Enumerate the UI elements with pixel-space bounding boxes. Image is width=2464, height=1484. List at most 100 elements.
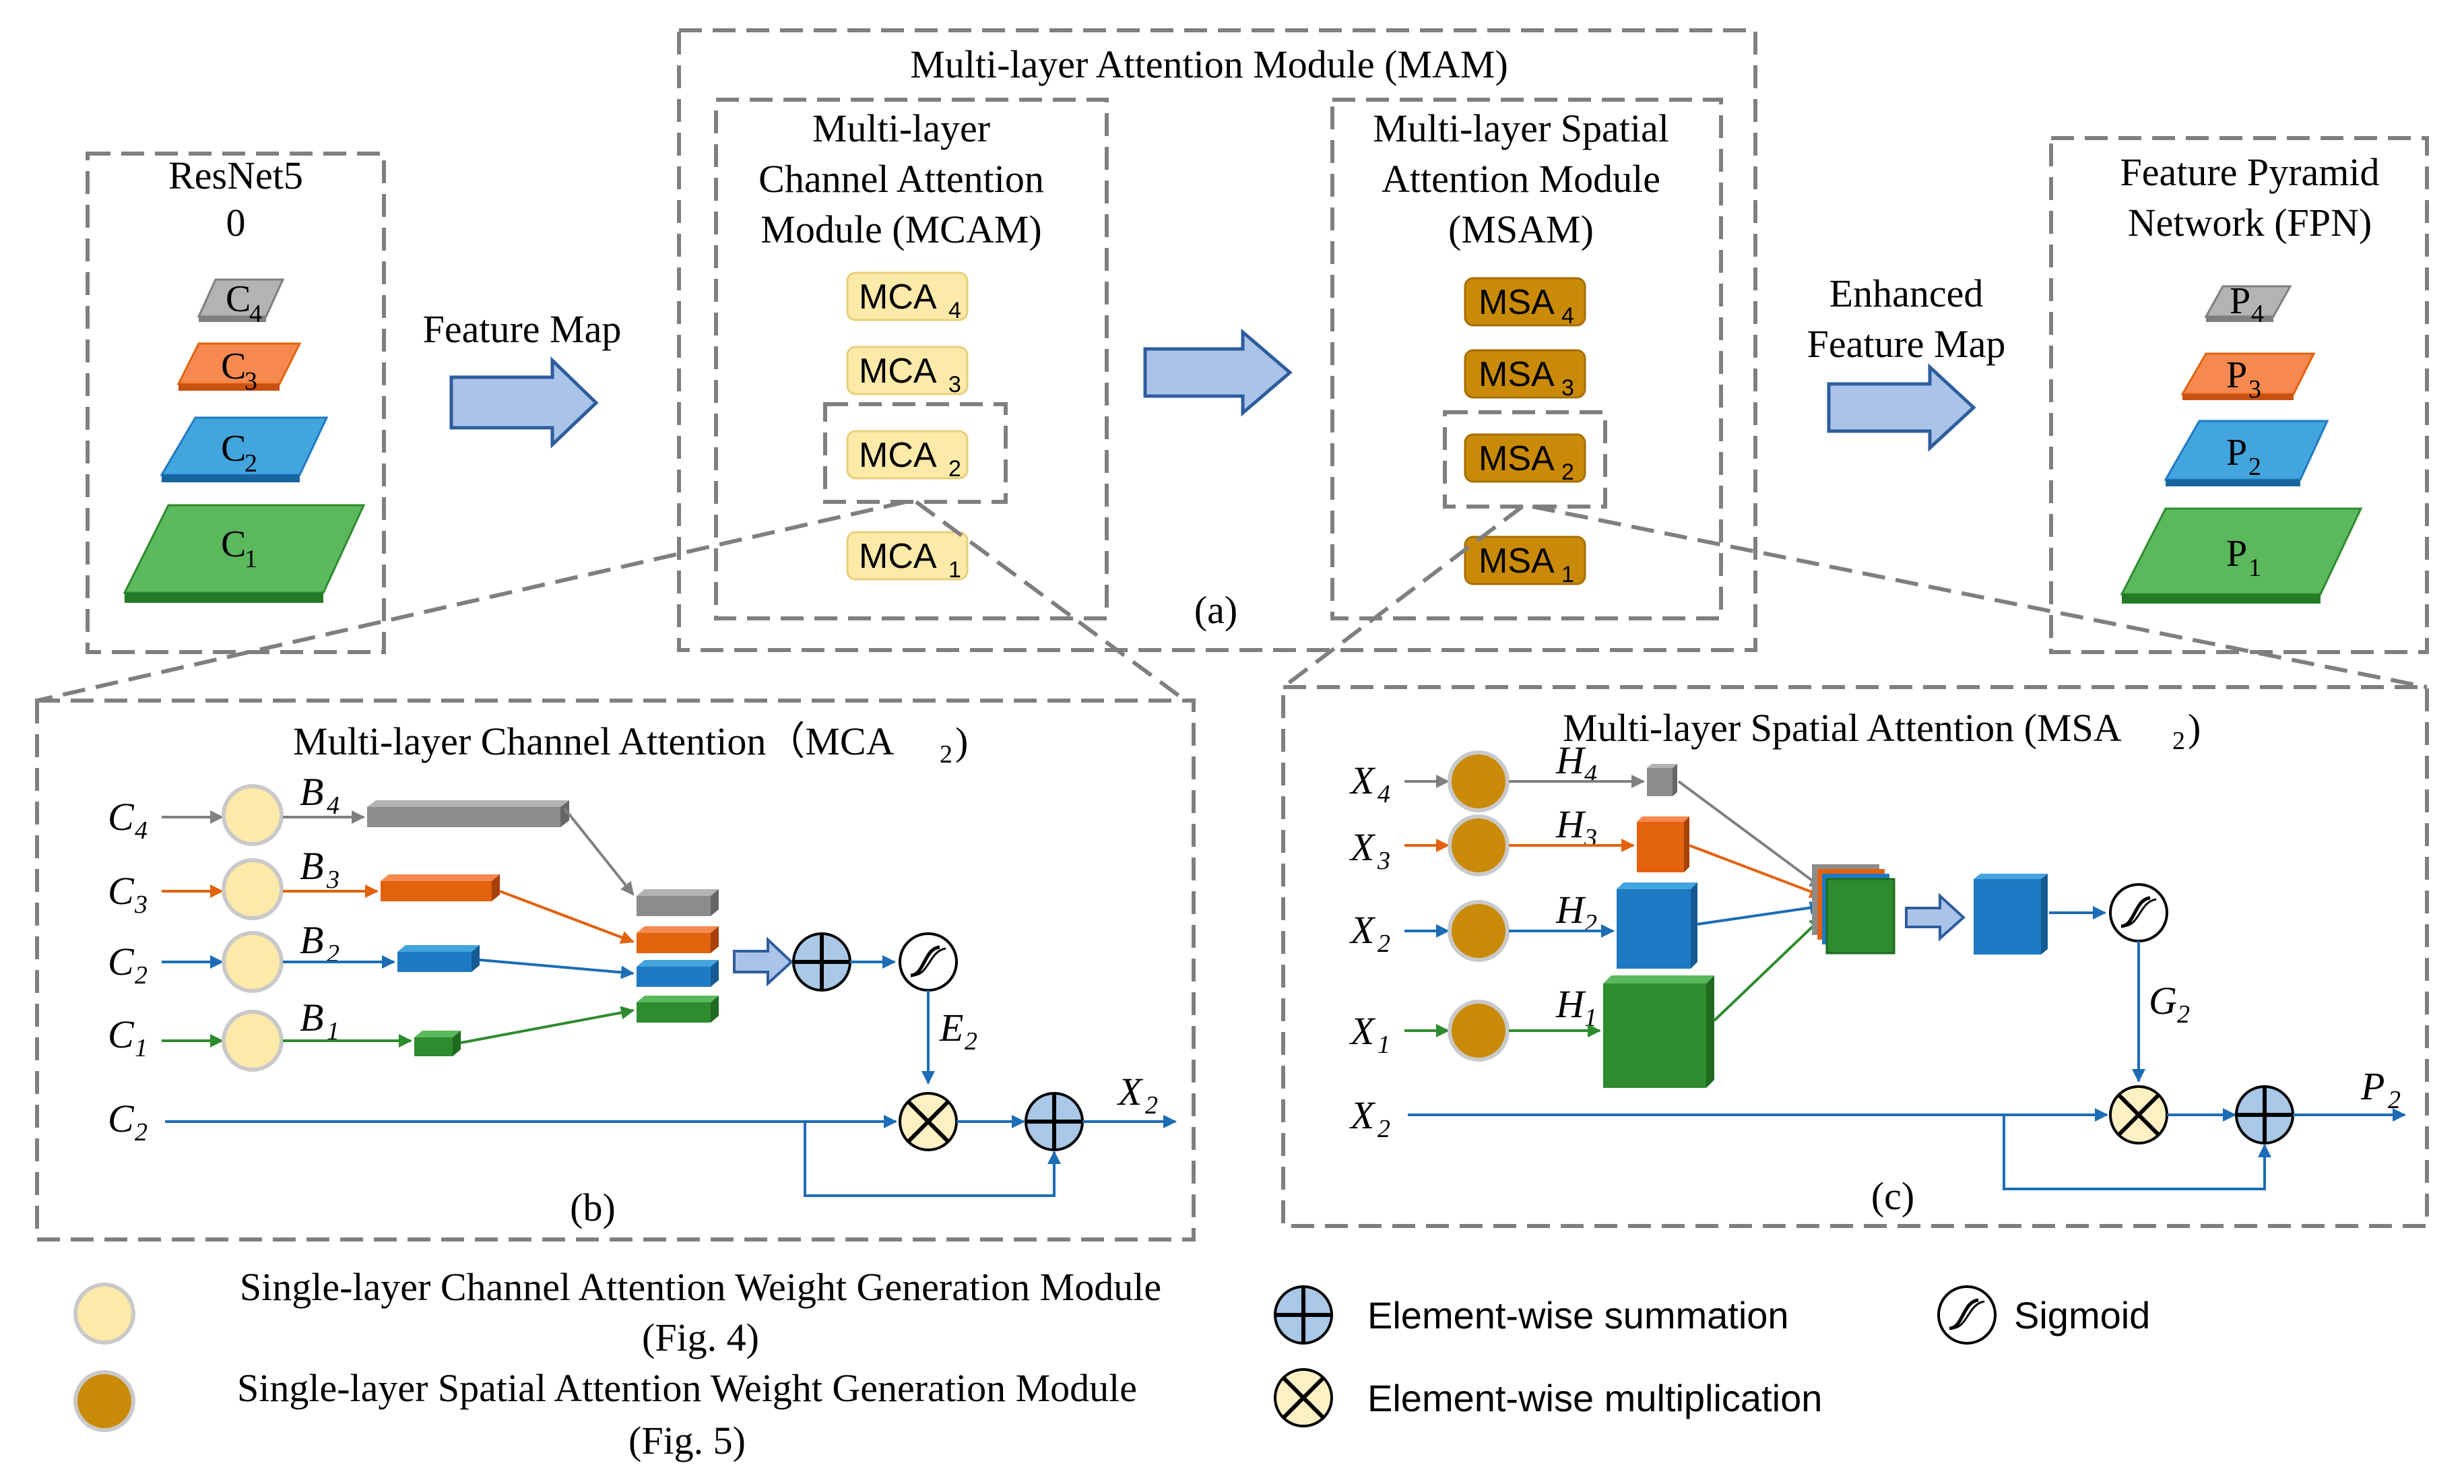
- enhanced-label-1: Enhanced: [1829, 271, 1984, 315]
- mcam-title-1: Multi-layer: [812, 106, 990, 150]
- c1-sub: 1: [245, 545, 257, 573]
- panel-b: Multi-layer Channel Attention（MCA 2 ) C …: [35, 699, 1196, 1241]
- legend-summation: Element-wise summation: [1274, 1285, 1789, 1345]
- legend: Single-layer Channel Attention Weight Ge…: [73, 1265, 2150, 1462]
- svg-text:2: 2: [940, 740, 952, 769]
- svg-text:1: 1: [948, 557, 961, 583]
- cube-h4: [1647, 764, 1677, 796]
- zoom-line-b-left: [36, 500, 907, 703]
- x2-output-label: X: [1117, 1070, 1144, 1114]
- svg-text:Element-wise multiplication: Element-wise multiplication: [1367, 1377, 1822, 1419]
- h-label-2: H: [1555, 888, 1586, 932]
- feature-layer-c2: C 2: [160, 416, 329, 482]
- resnet-title-1: ResNet5: [168, 154, 303, 197]
- svg-text:Multi-layer Channel Attention（: Multi-layer Channel Attention（MCA: [293, 719, 895, 763]
- b-input-c2: C: [108, 940, 135, 983]
- resnet-box: ResNet5 0 C 4 C 3 C 2 C 1: [86, 152, 386, 654]
- spatial-weight-module-2: [1448, 900, 1510, 962]
- channel-weight-module-4: [222, 784, 284, 846]
- bar-b4: [367, 800, 569, 827]
- enhanced-label-2: Feature Map: [1807, 322, 2006, 366]
- c2-sub: 2: [245, 449, 257, 478]
- panel-b-title: Multi-layer Channel Attention（MCA 2 ): [293, 719, 968, 769]
- channel-weight-module-2: [222, 931, 284, 993]
- b-input-c4: C: [108, 795, 135, 839]
- svg-text:2: 2: [1584, 909, 1597, 938]
- spatial-map-c: [1974, 874, 2048, 955]
- cube-h2: [1617, 882, 1697, 969]
- pyramid-layer-p1: P 1: [2120, 507, 2363, 604]
- svg-text:MSA: MSA: [1479, 283, 1555, 322]
- resnet-title-2: 0: [226, 201, 246, 245]
- svg-text:4: 4: [1561, 303, 1574, 329]
- h-label-4: H: [1555, 738, 1586, 782]
- svg-text:Element-wise summation: Element-wise summation: [1367, 1294, 1789, 1336]
- zoom-line-b-right: [915, 500, 1187, 703]
- svg-text:): ): [2188, 706, 2201, 750]
- svg-text:2: 2: [1561, 459, 1574, 485]
- mca-4: MCA 4: [846, 271, 969, 323]
- legend-sigmoid: Sigmoid: [1937, 1285, 2150, 1345]
- c3-sub: 3: [245, 367, 257, 395]
- fpn-box: Feature Pyramid Network (FPN) P 4 P 3 P …: [2049, 136, 2429, 654]
- msam-box: Multi-layer Spatial Attention Module (MS…: [1330, 98, 1723, 620]
- svg-text:(Fig. 4): (Fig. 4): [642, 1316, 759, 1359]
- svg-text:2: 2: [2248, 453, 2261, 481]
- cube-h1: [1603, 975, 1714, 1088]
- svg-text:P: P: [2226, 354, 2247, 396]
- zoom-line-c-left: [1282, 505, 1524, 689]
- svg-text:P: P: [2226, 533, 2247, 575]
- summation-icon-2: [1025, 1092, 1084, 1151]
- fpn-title-2: Network (FPN): [2128, 201, 2372, 245]
- mca-3: MCA 3: [846, 346, 969, 397]
- zoom-line-c-right: [1532, 505, 2428, 689]
- p2-output-label: P: [2360, 1064, 2385, 1108]
- svg-text:MCA: MCA: [859, 278, 937, 317]
- concat-stack-b: [637, 889, 719, 1023]
- svg-text:3: 3: [2248, 375, 2261, 404]
- svg-text:1: 1: [327, 1017, 339, 1045]
- pyramid-layer-p2: P 2: [2164, 420, 2329, 486]
- svg-text:1: 1: [1561, 562, 1574, 587]
- mcam-to-msam-arrow: [1143, 328, 1293, 417]
- cube-h3: [1637, 816, 1689, 872]
- svg-text:P: P: [2230, 280, 2250, 322]
- svg-text:2: 2: [135, 1118, 148, 1147]
- svg-text:1: 1: [2248, 554, 2261, 582]
- spatial-weight-module-1: [1448, 1000, 1510, 1062]
- b-label-2: B: [300, 918, 323, 962]
- svg-text:2: 2: [2388, 1086, 2401, 1114]
- feature-layer-c3: C 3: [176, 342, 302, 395]
- svg-text:Single-layer Channel Attention: Single-layer Channel Attention Weight Ge…: [240, 1265, 1161, 1309]
- svg-text:2: 2: [2172, 727, 2185, 755]
- b-input-c2-bottom: C: [108, 1097, 135, 1140]
- legend-spatial-module: Single-layer Spatial Attention Weight Ge…: [73, 1366, 1137, 1462]
- b-input-c1: C: [108, 1012, 135, 1056]
- h-label-1: H: [1555, 982, 1586, 1026]
- svg-text:P: P: [2226, 432, 2247, 474]
- c4-sub: 4: [249, 300, 262, 328]
- svg-text:2: 2: [327, 940, 339, 968]
- multiplication-icon: [899, 1092, 958, 1151]
- caption-c: (c): [1871, 1174, 1914, 1218]
- svg-text:2: 2: [2177, 1000, 2190, 1029]
- bar-b1: [414, 1031, 461, 1056]
- spatial-weight-module-4: [1448, 750, 1510, 812]
- c-input-x3: X: [1349, 825, 1376, 869]
- svg-text:MCA: MCA: [859, 352, 937, 391]
- svg-text:4: 4: [327, 792, 339, 820]
- msam-title-3: (MSAM): [1448, 207, 1594, 251]
- panel-c-title: Multi-layer Spatial Attention (MSA 2 ): [1563, 706, 2201, 755]
- legend-channel-module: Single-layer Channel Attention Weight Ge…: [73, 1265, 1161, 1359]
- svg-text:MCA: MCA: [859, 436, 937, 475]
- c3-label: C: [221, 346, 246, 387]
- h-label-3: H: [1555, 802, 1586, 846]
- msam-title-2: Attention Module: [1382, 157, 1660, 201]
- mcam-box: Multi-layer Channel Attention Module (MC…: [714, 98, 1109, 620]
- svg-text:MSA: MSA: [1479, 355, 1555, 394]
- panel-c: Multi-layer Spatial Attention (MSA 2 ) X…: [1281, 685, 2429, 1228]
- svg-text:2: 2: [1145, 1091, 1158, 1120]
- pyramid-layer-p4: P 4: [2204, 280, 2292, 328]
- bar-b3: [381, 874, 500, 901]
- e2-label: E: [939, 1006, 963, 1050]
